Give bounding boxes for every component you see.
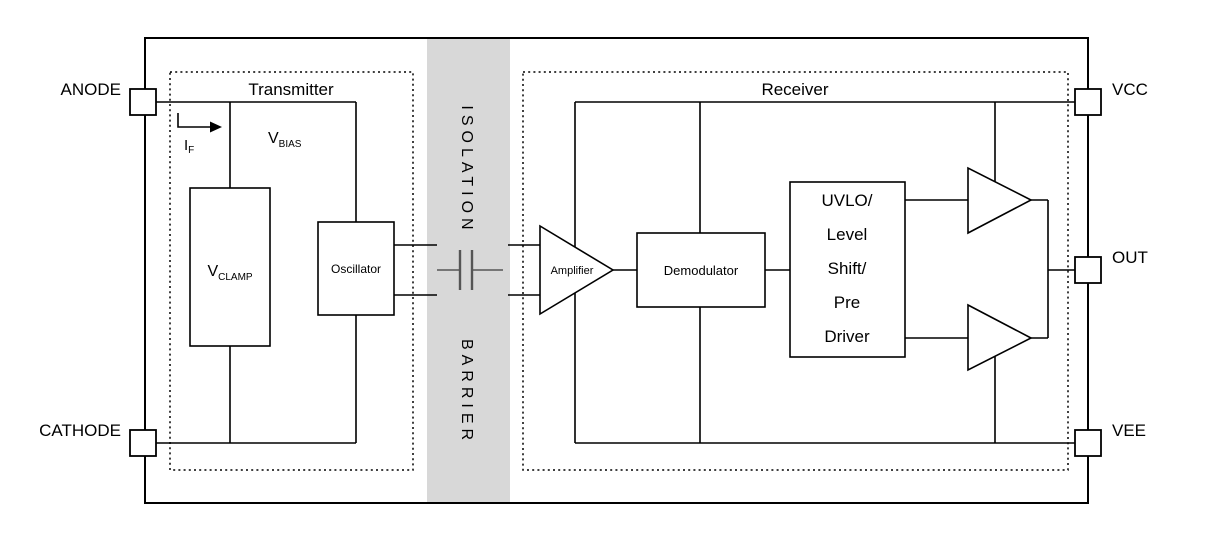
oscillator-label: Oscillator: [331, 262, 381, 276]
transmitter-box: [169, 71, 414, 471]
oscillator-block: [317, 221, 395, 316]
receiver-box: [522, 71, 1069, 471]
uvlo-label-line5: Driver: [824, 327, 870, 346]
demodulator-label: Demodulator: [664, 263, 739, 278]
if-arrow-head-icon: [210, 121, 222, 133]
driver-output-wires: [1031, 199, 1075, 339]
amplifier-triangle: [539, 224, 615, 316]
isolation-label: ISOLATION: [458, 105, 475, 234]
output-driver-top-triangle: [967, 166, 1033, 235]
uvlo-label-line3: Shift/: [828, 259, 867, 278]
transmitter-title: Transmitter: [248, 80, 334, 99]
if-label: IF: [184, 137, 194, 156]
vbias-label: VBIAS: [268, 130, 302, 150]
oscillator-output-wires: [394, 244, 437, 296]
if-arrow-line: [177, 113, 210, 128]
vcc-label: VCC: [1112, 80, 1148, 99]
demodulator-block: [636, 232, 766, 308]
cathode-pin: [129, 429, 157, 457]
capacitor-icon: [458, 250, 474, 290]
uvlo-label-line2: Level: [827, 225, 868, 244]
vcc-pin: [1074, 88, 1102, 116]
uvlo-output-wires: [905, 199, 968, 339]
out-label: OUT: [1112, 248, 1148, 267]
receiver-title: Receiver: [761, 80, 828, 99]
uvlo-label-line4: Pre: [834, 293, 860, 312]
vee-pin: [1074, 429, 1102, 457]
vee-label: VEE: [1112, 421, 1146, 440]
out-pin: [1074, 256, 1102, 284]
uvlo-block: [789, 181, 906, 358]
vclamp-block: [189, 187, 271, 347]
output-driver-bottom-triangle: [967, 303, 1033, 372]
receiver-power-rails: [574, 101, 1075, 444]
barrier-label: BARRIER: [458, 339, 475, 445]
vclamp-label: VCLAMP: [207, 263, 252, 283]
cathode-label: CATHODE: [39, 421, 121, 440]
amplifier-label: Amplifier: [551, 265, 594, 277]
anode-pin: [129, 88, 157, 116]
amplifier-input-wires: [508, 244, 540, 296]
anode-label: ANODE: [61, 80, 121, 99]
transmitter-wires: [156, 101, 357, 444]
uvlo-label-line1: UVLO/: [821, 191, 872, 210]
